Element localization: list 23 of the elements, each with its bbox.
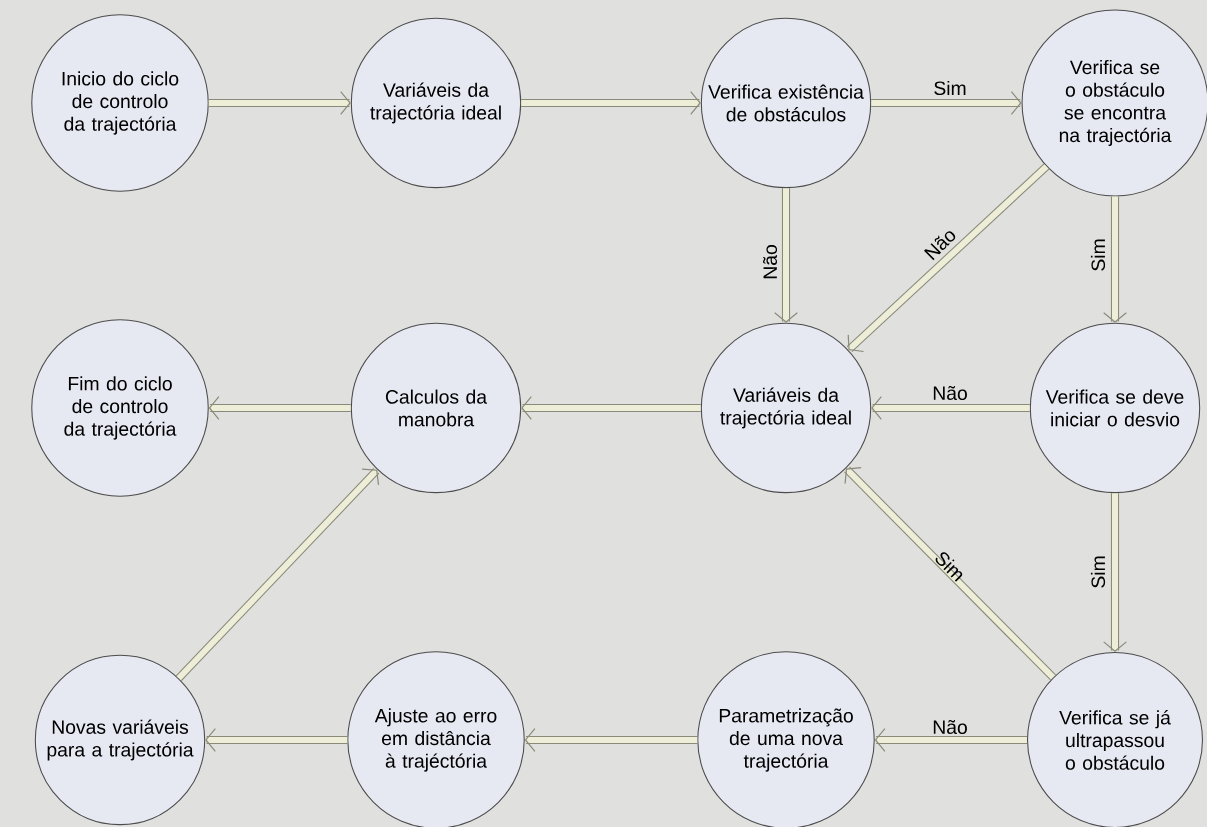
arrow xyxy=(521,396,701,420)
edge-label: Sim xyxy=(1090,239,1106,271)
edge-label: Sim xyxy=(1090,556,1106,588)
arrow xyxy=(205,728,348,752)
arrow xyxy=(1103,196,1127,323)
arrow xyxy=(874,728,1027,752)
edge-label: Sim xyxy=(934,80,966,96)
arrow xyxy=(846,163,1050,353)
arrow xyxy=(871,91,1022,115)
arrow xyxy=(871,396,1030,420)
edge-label: Não xyxy=(924,231,956,261)
arrow xyxy=(208,91,351,115)
edge-label: Não xyxy=(933,719,967,734)
arrow xyxy=(521,91,701,115)
arrow xyxy=(844,466,1056,681)
edge-label: Sim xyxy=(935,552,963,582)
arrow xyxy=(175,467,380,682)
edge-label: Não xyxy=(763,245,778,279)
edge-label: Não xyxy=(933,385,967,400)
arrow xyxy=(1103,493,1127,652)
arrow xyxy=(208,396,351,420)
arrow xyxy=(524,728,698,752)
arrow xyxy=(774,188,798,323)
